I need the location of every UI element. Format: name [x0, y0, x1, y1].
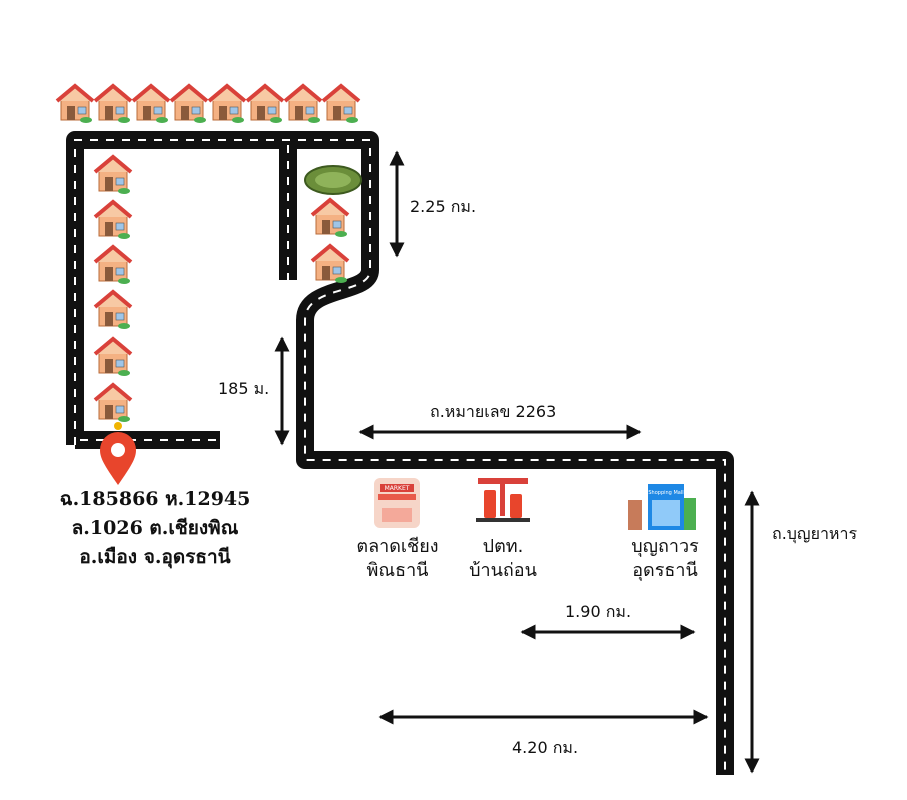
roads — [66, 131, 734, 775]
address-line: ฉ.185866 ห.12945 — [59, 488, 251, 510]
place-name: ตลาดเชียง — [356, 536, 439, 557]
svg-text:MARKET: MARKET — [385, 485, 410, 492]
place-gas-station: ปตท. บ้านถ่อน — [448, 535, 558, 583]
market-icon: MARKET — [374, 478, 420, 528]
distance-label-1-90km: 1.90 กม. — [565, 602, 632, 621]
house-icon — [283, 84, 323, 125]
place-name: บ้านถ่อน — [469, 560, 537, 581]
house-icon — [93, 84, 133, 125]
house-icon — [55, 84, 95, 125]
pond-icon — [304, 165, 362, 195]
place-name: ปตท. — [482, 536, 524, 557]
house-icon — [245, 84, 285, 125]
house-icon — [310, 198, 350, 239]
place-shopping-mall: บุญถาวร อุดรธานี — [610, 535, 720, 583]
house-icon — [93, 337, 133, 378]
place-name: บุญถาวร — [631, 536, 699, 557]
house-icon — [93, 290, 133, 331]
distance-arrows — [274, 150, 760, 774]
house-icon — [93, 383, 133, 424]
address-block: ฉ.185866 ห.12945 ล.1026 ต.เชียงพิณ อ.เมื… — [40, 485, 270, 572]
place-name: อุดรธานี — [632, 560, 698, 581]
house-icon — [93, 155, 133, 196]
road-main — [66, 131, 734, 775]
address-line: ล.1026 ต.เชียงพิณ — [71, 517, 239, 539]
house-icon — [321, 84, 361, 125]
gas-station-icon — [476, 478, 530, 522]
house-icon — [131, 84, 171, 125]
place-market: ตลาดเชียง พิณธานี — [340, 535, 455, 583]
address-line: อ.เมือง จ.อุดรธานี — [79, 546, 231, 568]
house-icon — [93, 200, 133, 241]
distance-label-2-25km: 2.25 กม. — [410, 197, 477, 216]
distance-label-4-20km: 4.20 กม. — [512, 738, 579, 757]
place-name: พิณธานี — [366, 560, 429, 581]
house-icon — [169, 84, 209, 125]
distance-label-185m: 185 ม. — [218, 379, 270, 398]
shopping-mall-icon: Shopping Mall — [628, 484, 696, 530]
location-pin-icon — [100, 422, 136, 485]
road-label-boonyahan: ถ.บุญยาหาร — [772, 524, 858, 543]
svg-text:Shopping Mall: Shopping Mall — [648, 490, 683, 496]
house-icon — [93, 245, 133, 286]
house-icon — [207, 84, 247, 125]
house-icon — [310, 244, 350, 285]
road-label-2263: ถ.หมายเลข 2263 — [430, 402, 557, 421]
